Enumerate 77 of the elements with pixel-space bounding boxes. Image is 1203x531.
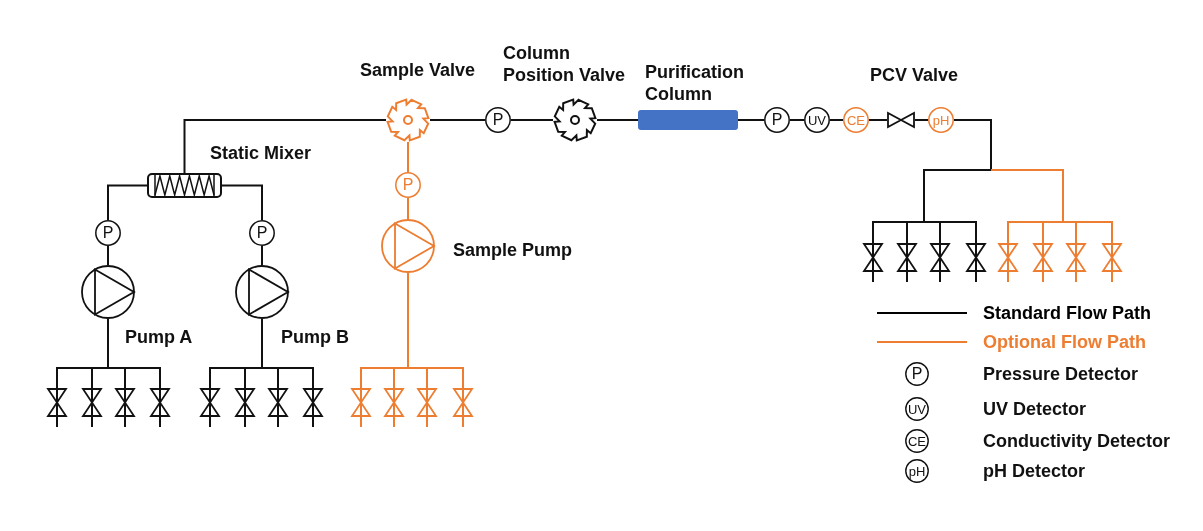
pipe-line bbox=[261, 318, 314, 389]
valve-symbol bbox=[897, 243, 917, 282]
rotary-valve-symbol bbox=[553, 98, 597, 142]
pipe-line bbox=[906, 221, 925, 244]
pipe-line bbox=[429, 119, 486, 121]
pipe-line bbox=[737, 119, 765, 121]
legend-label: Pressure Detector bbox=[983, 363, 1139, 385]
pump-symbol bbox=[81, 265, 135, 319]
valve-symbol bbox=[268, 388, 288, 427]
legend-label: UV Detector bbox=[983, 398, 1087, 420]
valve-symbol bbox=[303, 388, 323, 427]
valve-symbol bbox=[966, 243, 986, 282]
detector-symbol: P bbox=[764, 107, 790, 133]
valve-symbol bbox=[115, 388, 135, 427]
detector-symbol: CE bbox=[905, 429, 929, 453]
valve-symbol bbox=[351, 388, 371, 427]
pipe-line bbox=[107, 318, 161, 389]
detector-symbol: P bbox=[95, 220, 121, 246]
valve-symbol bbox=[863, 243, 883, 282]
valve-symbol bbox=[930, 243, 950, 282]
valve-symbol bbox=[1102, 243, 1122, 282]
detector-symbol: pH bbox=[905, 459, 929, 483]
detector-symbol: UV bbox=[804, 107, 830, 133]
pipe-line bbox=[990, 169, 1064, 223]
pipe-line bbox=[407, 272, 464, 389]
detector-symbol: pH bbox=[928, 107, 954, 133]
rotary-valve-symbol bbox=[386, 98, 430, 142]
detector-symbol: P bbox=[905, 362, 929, 386]
pipe-line bbox=[261, 245, 263, 266]
component-label: PCV Valve bbox=[870, 64, 959, 86]
pipe-line bbox=[914, 119, 929, 121]
column-bar bbox=[638, 110, 738, 130]
component-label: Sample Pump bbox=[453, 239, 573, 261]
valve-symbol bbox=[1033, 243, 1053, 282]
valve-symbol bbox=[200, 388, 220, 427]
pipe-line bbox=[407, 197, 409, 220]
pipe-line bbox=[1062, 221, 1113, 244]
valve-symbol bbox=[453, 388, 473, 427]
mixer-symbol bbox=[147, 173, 222, 198]
pipe-line bbox=[407, 141, 409, 173]
valve-symbol bbox=[384, 388, 404, 427]
pipe-line bbox=[789, 119, 805, 121]
component-label: Pump A bbox=[125, 326, 193, 348]
pipe-line bbox=[829, 119, 844, 121]
valve-symbol bbox=[47, 388, 67, 427]
valve-symbol bbox=[1066, 243, 1086, 282]
pump-symbol bbox=[381, 219, 435, 273]
legend-label: Optional Flow Path bbox=[983, 331, 1146, 353]
valve-symbol bbox=[887, 112, 915, 128]
detector-symbol: UV bbox=[905, 397, 929, 421]
valve-symbol bbox=[150, 388, 170, 427]
legend-label: Conductivity Detector bbox=[983, 430, 1171, 452]
pipe-line bbox=[923, 221, 977, 244]
valve-symbol bbox=[235, 388, 255, 427]
detector-symbol: P bbox=[485, 107, 511, 133]
component-label: Static Mixer bbox=[210, 142, 312, 164]
component-label: Purification Column bbox=[645, 61, 745, 105]
detector-symbol: CE bbox=[843, 107, 869, 133]
valve-symbol bbox=[417, 388, 437, 427]
pipe-line bbox=[221, 184, 263, 221]
detector-symbol: P bbox=[249, 220, 275, 246]
pump-symbol bbox=[235, 265, 289, 319]
legend-label: Standard Flow Path bbox=[983, 302, 1151, 324]
valve-symbol bbox=[82, 388, 102, 427]
pipe-line bbox=[107, 245, 109, 266]
component-label: Sample Valve bbox=[360, 59, 476, 81]
pipe-line bbox=[107, 184, 148, 221]
pipe-line bbox=[183, 119, 387, 174]
pipe-line bbox=[510, 119, 554, 121]
detector-symbol: P bbox=[395, 172, 421, 198]
component-label: Column Position Valve bbox=[503, 42, 627, 86]
component-label: Pump B bbox=[281, 326, 349, 348]
pipe-line bbox=[1042, 221, 1064, 244]
legend-label: pH Detector bbox=[983, 460, 1085, 482]
pipe-line bbox=[596, 119, 639, 121]
pipe-line bbox=[868, 119, 888, 121]
valve-symbol bbox=[998, 243, 1018, 282]
